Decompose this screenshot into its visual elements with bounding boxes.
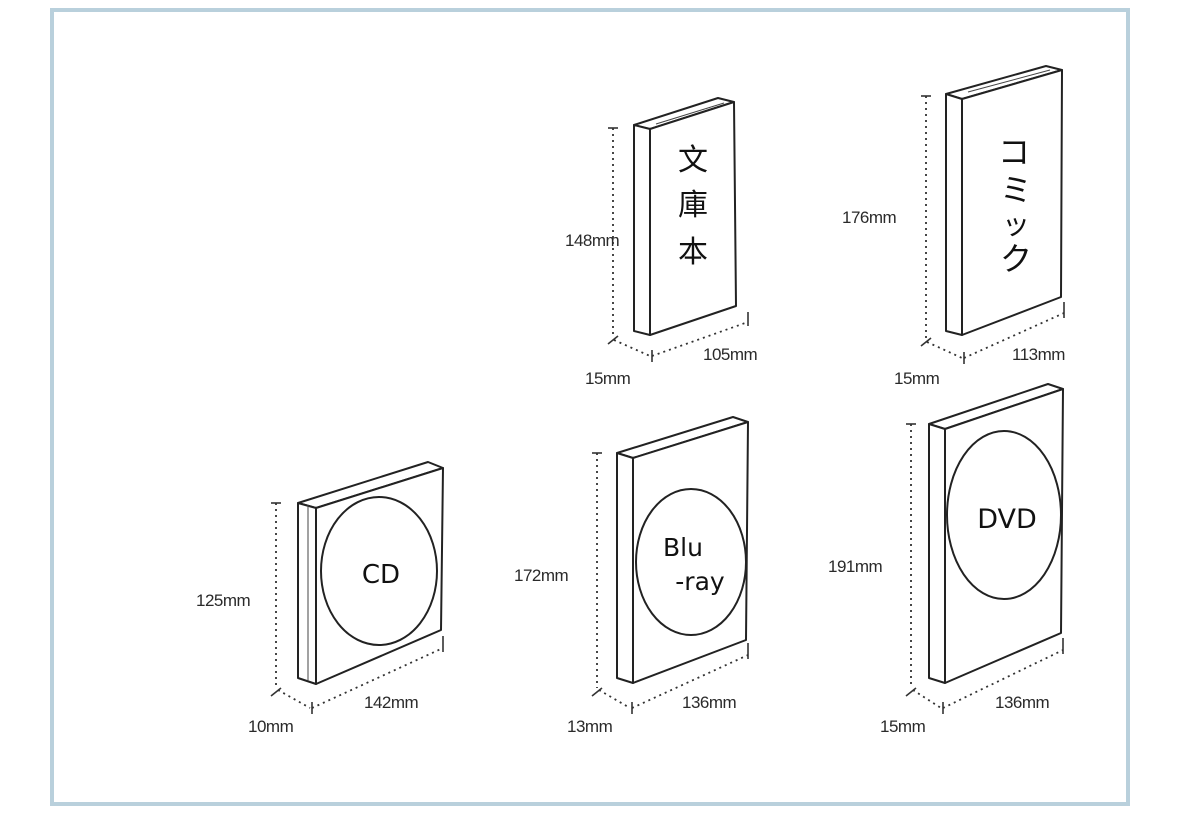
dim-tick [270,687,282,697]
bunkobon-width-text: 105mm [703,345,758,364]
bluray-item: Blu -ray 172mm 13mm 136mm [514,416,749,736]
cd-label: CD [362,560,400,590]
comic-label-3: ッ [1002,208,1030,241]
dvd-case-front [944,388,1064,684]
bunkobon-width-line [651,321,749,357]
dvd-spine [928,423,946,684]
bluray-spine [616,452,634,684]
cd-disc [320,496,438,646]
cd-depth-text: 10mm [248,717,294,736]
comic-label-1: コ [998,133,1030,171]
bunkobon-spine [633,124,651,336]
comic-spine [945,93,963,336]
comic-depth-text: 15mm [894,369,940,388]
dvd-label: DVD [977,504,1037,535]
dvd-height-text: 191mm [828,557,883,576]
bunkobon-label-3: 本 [678,235,708,270]
dvd-disc [946,430,1062,600]
cd-width-text: 142mm [364,693,419,712]
bunkobon-cover [649,101,737,336]
comic-label-4: ク [1000,240,1032,278]
bluray-label-line2: -ray [675,567,725,596]
dvd-depth-line [912,689,942,709]
comic-cover [961,69,1063,336]
dvd-item: DVD 191mm 15mm 136mm [828,383,1064,736]
bluray-label-line1: Blu [663,533,703,562]
bluray-height-text: 172mm [514,566,569,585]
cd-case-front [315,467,444,685]
dim-tick [591,687,603,697]
bluray-disc [635,488,747,636]
comic-label-2: ミ [1000,171,1032,209]
cd-item: CD 125mm 10mm 142mm [196,461,444,736]
cd-depth-line [277,689,311,709]
dim-tick [920,337,932,347]
bluray-depth-text: 13mm [567,717,613,736]
comic-width-text: 113mm [1012,345,1065,364]
cd-spine [297,502,317,685]
comic-width-line [963,312,1065,359]
comic-depth-line [926,341,963,359]
dvd-depth-text: 15mm [880,717,926,736]
bunkobon-item: 文 庫 本 148mm 15mm 105mm [565,97,758,388]
bunkobon-pages [655,102,725,125]
comic-item: コ ミ ッ ク 176mm 15mm 113mm [842,65,1066,388]
bunkobon-height-text: 148mm [565,231,620,250]
bluray-width-text: 136mm [682,693,737,712]
dim-tick [905,687,917,697]
bunkobon-label-1: 文 [678,143,708,178]
cd-height-text: 125mm [196,591,251,610]
bluray-case-front [632,421,749,684]
comic-height-text: 176mm [842,208,897,227]
cd-width-line [311,647,444,709]
comic-pages [967,69,1051,93]
dim-tick [607,335,619,345]
dvd-width-line [942,649,1064,709]
bluray-depth-line [598,689,631,709]
bunkobon-depth-line [613,339,651,357]
dvd-width-text: 136mm [995,693,1050,712]
bunkobon-label-2: 庫 [678,188,708,223]
bunkobon-depth-text: 15mm [585,369,631,388]
